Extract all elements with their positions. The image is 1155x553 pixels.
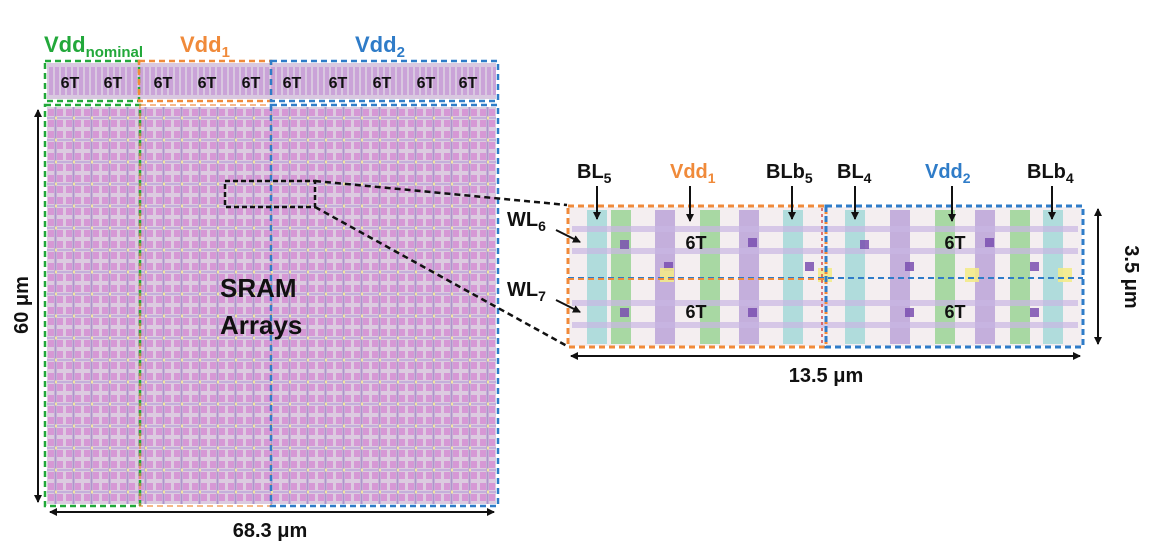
detail-cell-2: 6T	[944, 233, 965, 253]
bl5-main: BL	[577, 161, 604, 183]
vdd2-detail-label: Vdd2	[925, 161, 971, 222]
column-cell-4: 6T	[198, 75, 217, 92]
vdd-nominal-main-text: Vdd	[44, 32, 86, 57]
detail-layout-via-10	[748, 308, 757, 317]
column-cell-6: 6T	[283, 75, 302, 92]
detail-view: 6T 6T 6T 6T	[566, 204, 1085, 349]
vdd2-top-label: Vdd2	[355, 32, 405, 61]
detail-layout-via-4	[805, 262, 814, 271]
detail-cell-4: 6T	[944, 302, 965, 322]
svg-text:BL5: BL5	[577, 161, 612, 186]
column-cell-row: 6T 6T 6T 6T 6T 6T 6T 6T 6T 6T	[43, 59, 500, 103]
detail-layout-column-1	[587, 210, 607, 344]
column-cell-1: 6T	[61, 75, 80, 92]
sram-array: SRAM Arrays	[43, 103, 500, 508]
detail-layout-via-1	[620, 240, 629, 249]
vdd1-top-sub-text: 1	[222, 44, 230, 61]
svg-text:WL6: WL6	[507, 209, 546, 234]
bl5-label: BL5	[577, 161, 612, 220]
svg-text:BLb4: BLb4	[1027, 161, 1074, 186]
detail-layout-pad-3	[965, 268, 979, 282]
wl7-label: WL7	[507, 279, 581, 313]
column-cell-labels: 6T 6T 6T 6T 6T 6T 6T 6T 6T 6T	[61, 75, 478, 92]
detail-height-dimension: 3.5 μm	[1094, 208, 1142, 345]
wl6-main: WL	[507, 209, 538, 231]
vdd2-detail-main: Vdd	[925, 161, 963, 183]
wl6-sub: 6	[538, 218, 546, 234]
vdd1-detail-main: Vdd	[670, 161, 708, 183]
column-cell-3: 6T	[154, 75, 173, 92]
sram-label-line2: Arrays	[220, 310, 302, 340]
zoom-guide-bottom	[314, 205, 568, 348]
column-cell-9: 6T	[417, 75, 436, 92]
detail-layout-via-12	[1030, 308, 1039, 317]
svg-text:BLb5: BLb5	[766, 161, 813, 186]
detail-layout-strap-4	[572, 322, 1078, 328]
svg-text:Vddnominal: Vddnominal	[44, 32, 143, 61]
blb4-main: BLb	[1027, 161, 1066, 183]
detail-layout-via-9	[620, 308, 629, 317]
bl5-sub: 5	[604, 170, 612, 186]
detail-layout-via-5	[860, 240, 869, 249]
detail-cell-1: 6T	[685, 233, 706, 253]
array-width-dimension: 68.3 μm	[49, 508, 495, 542]
array-height-label: 60 μm	[11, 276, 33, 334]
blb4-sub: 4	[1066, 170, 1074, 186]
svg-text:Vdd1: Vdd1	[670, 161, 716, 186]
detail-width-label: 13.5 μm	[789, 365, 864, 387]
svg-text:Vdd2: Vdd2	[355, 32, 405, 61]
array-width-label: 68.3 μm	[233, 520, 308, 542]
detail-width-dimension: 13.5 μm	[570, 352, 1081, 387]
vdd2-top-main-text: Vdd	[355, 32, 397, 57]
zoom-guide-top	[314, 179, 568, 207]
vdd2-array-region	[269, 103, 500, 508]
vdd1-top-label: Vdd1	[180, 32, 230, 61]
vdd1-detail-label: Vdd1	[670, 161, 716, 222]
wl7-main: WL	[507, 279, 538, 301]
svg-text:BL4: BL4	[837, 161, 872, 186]
column-cell-5: 6T	[242, 75, 261, 92]
sram-label-line1: SRAM	[220, 273, 297, 303]
wl7-sub: 7	[538, 288, 546, 304]
vdd-nominal-sub-text: nominal	[86, 44, 144, 61]
wl6-label: WL6	[507, 209, 581, 243]
detail-layout-column-9	[935, 210, 955, 344]
detail-layout-via-6	[905, 262, 914, 271]
vdd2-detail-sub: 2	[963, 170, 971, 186]
detail-layout-pad-4	[1058, 268, 1072, 282]
svg-text:WL7: WL7	[507, 279, 546, 304]
bl4-label: BL4	[837, 161, 872, 220]
zoom-source-box	[223, 179, 317, 209]
detail-layout-via-2	[664, 262, 673, 271]
column-cell-2: 6T	[104, 75, 123, 92]
array-height-dimension: 60 μm	[11, 109, 42, 503]
bl4-sub: 4	[864, 170, 872, 186]
svg-text:Vdd1: Vdd1	[180, 32, 230, 61]
detail-layout-via-8	[1030, 262, 1039, 271]
blb5-main: BLb	[766, 161, 805, 183]
vdd2-detail-region	[824, 204, 1085, 349]
blb4-label: BLb4	[1027, 161, 1074, 220]
vdd-nominal-label: Vddnominal	[44, 32, 143, 61]
blb5-sub: 5	[805, 170, 813, 186]
vdd2-cell-group-box	[269, 59, 500, 103]
blb5-label: BLb5	[766, 161, 813, 220]
vdd2-top-sub-text: 2	[397, 44, 405, 61]
column-cell-10: 6T	[459, 75, 478, 92]
svg-text:Vdd2: Vdd2	[925, 161, 971, 186]
detail-layout-via-3	[748, 238, 757, 247]
column-cell-7: 6T	[329, 75, 348, 92]
vdd1-detail-sub: 1	[708, 170, 716, 186]
column-cell-8: 6T	[373, 75, 392, 92]
detail-height-label: 3.5 μm	[1120, 245, 1142, 308]
detail-layout-via-11	[905, 308, 914, 317]
vdd1-top-main-text: Vdd	[180, 32, 222, 57]
detail-cell-3: 6T	[685, 302, 706, 322]
detail-layout-via-7	[985, 238, 994, 247]
bl4-main: BL	[837, 161, 864, 183]
